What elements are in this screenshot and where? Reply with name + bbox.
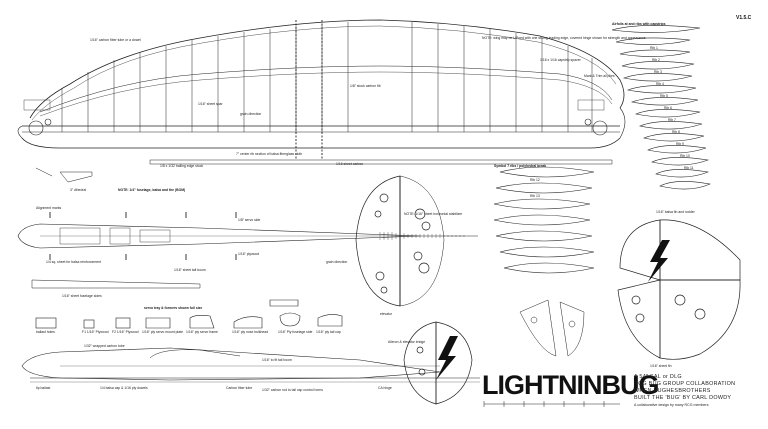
fin-note: 1/16" balsa fin and rudder xyxy=(656,210,695,214)
scale-bar xyxy=(483,401,620,407)
formers-header: servo tray & formers shown full size xyxy=(144,306,203,310)
formers-ballast: ballast holes xyxy=(36,330,55,334)
airfoils-header-2: Symbol 7 ribs / polyhedral break xyxy=(494,164,547,168)
fuselage-note-boom: 1/16" sheet tail boom xyxy=(174,268,206,272)
fuselage-note-dowels: 1/4 balsa cap & 1/16 ply dowels xyxy=(100,386,148,390)
airfoils-header: Airfoils at and ribs with capstrips xyxy=(612,22,666,26)
plan-title: LIGHTNINBUG xyxy=(482,370,659,400)
formers-row xyxy=(35,299,343,329)
lower-fuselage xyxy=(21,347,480,383)
fuselage-note-carbon: 1/32" wrapped carbon tube xyxy=(84,344,125,348)
version-tag: V1.5.C xyxy=(736,15,752,21)
wing-cap-label: 1/16 x 1/16 capstrip spacer xyxy=(540,58,581,62)
wing-joiner-note: 1/8" stock carbon fib xyxy=(350,84,381,88)
fuselage-side-view xyxy=(17,212,478,289)
rib-label: Rib 5 xyxy=(660,94,668,98)
airfoil-stack-top xyxy=(611,25,712,190)
subtitle-line-2: RCG BUG GROUP COLLABORATION xyxy=(634,381,736,387)
fuselage-note-plywood: 1/16" plywood xyxy=(238,252,260,256)
rib-label: Rib 10 xyxy=(680,154,690,158)
rib-label: Rib 9 xyxy=(676,142,684,146)
wing-te-note: 1/8 x 1/32 trailing edge stock xyxy=(160,164,204,168)
fuselage-note-reinforcement: 1/4 sq. sheet for balsa reinforcement xyxy=(46,260,102,264)
former-label: 1/16" ply servo mount plate xyxy=(142,330,183,334)
rib-label: Rib 7 xyxy=(668,118,676,122)
former-label: 1/16" ply servo frame xyxy=(186,330,218,334)
rib-label: Rib 13 xyxy=(530,194,540,198)
rib-label: Rib 8 xyxy=(672,130,680,134)
wing-grain-label: grain direction xyxy=(240,112,262,116)
rib-label: Rib 4 xyxy=(656,82,664,86)
stab-note: NOTE: 1/16" sheet horizontal stabilizer xyxy=(404,212,463,216)
former-label: 1/16" Ply fuselage side xyxy=(278,330,313,334)
wing-dihedral-label: 3" dihedral xyxy=(70,188,87,192)
rib-label: Rib 2 xyxy=(652,58,660,62)
fin-wedges xyxy=(519,299,585,357)
stab-grain: grain direction xyxy=(326,260,348,264)
wing-main-note: NOTE: wing may be LiPoed with one strong… xyxy=(482,36,646,40)
former-label: F1 1/16" Plywood xyxy=(82,330,109,334)
horizontal-stabilizer xyxy=(355,175,445,307)
wing-planform xyxy=(17,19,626,160)
rib-label: Rib 11 xyxy=(684,166,694,170)
tail-rudder-note: Aileron & elevator bridge xyxy=(388,340,426,344)
rib-label: Rib 6 xyxy=(664,106,672,110)
rib-label: Rib 1 xyxy=(650,46,658,50)
subtitle-line-4: BUILT THE 'BUG' BY CARL DOWDY xyxy=(634,395,732,401)
wing-tip-note: Mark & Trim all plies xyxy=(584,74,615,78)
former-label: 1/16" ply tail cap xyxy=(316,330,341,334)
airfoil-stack-middle xyxy=(493,166,595,274)
rib-label: Rib 3 xyxy=(654,70,662,74)
fuselage-header: NOTE: 1/4" fuselage, balsa and the (BOM) xyxy=(118,188,186,192)
lower-stab xyxy=(403,321,473,405)
wing-leading-edge-strip xyxy=(149,159,613,165)
fin-sheet-label: 1/16" sheet fin xyxy=(650,364,672,368)
wing-spar-label: 1/16" sheet spar xyxy=(198,102,223,106)
dihedral-gauge xyxy=(59,171,93,183)
tail-hinge-note: CA hinge xyxy=(378,386,392,390)
tail-boom-note: 1/16" to fit tail boom xyxy=(262,358,292,362)
vertical-fin xyxy=(617,219,741,360)
wing-le-note: 1/16 sheet carbon xyxy=(336,162,364,166)
rib-label: Rib 12 xyxy=(530,178,540,182)
lightning-bolt-icon xyxy=(648,240,670,282)
subtitle-line-1: A 54" SAL or DLG xyxy=(634,374,682,380)
fuselage-note-servo: 1/8" servo side xyxy=(238,218,261,222)
tail-pushrod-note: 1/32" carbon rod to tail cap control hor… xyxy=(262,388,323,392)
wing-root-note: 1/16" carbon fiber tube or a dowel xyxy=(90,38,141,42)
lightning-bolt-icon-small xyxy=(436,336,458,380)
fuselage-note-sides: 1/16" sheet fuselage sides xyxy=(62,294,102,298)
former-label: 1/16" ply nose bulkhead xyxy=(232,330,269,334)
fuselage-note-tube: Carbon fiber tube xyxy=(226,386,253,390)
fuselage-note-alignment: Alignment marks xyxy=(36,206,62,210)
credit-line: A collaborative design by many RCG membe… xyxy=(634,403,709,407)
stab-elevator: elevator xyxy=(380,312,393,316)
fuselage-note-ballast: tip ballast xyxy=(36,386,51,390)
former-label: F2 1/16" Plywood xyxy=(112,330,139,334)
wing-center-note: 7" center rib section of balsa fiberglas… xyxy=(236,152,303,156)
subtitle-line-3: WHEN HUGHESBROTHERS xyxy=(634,388,711,394)
